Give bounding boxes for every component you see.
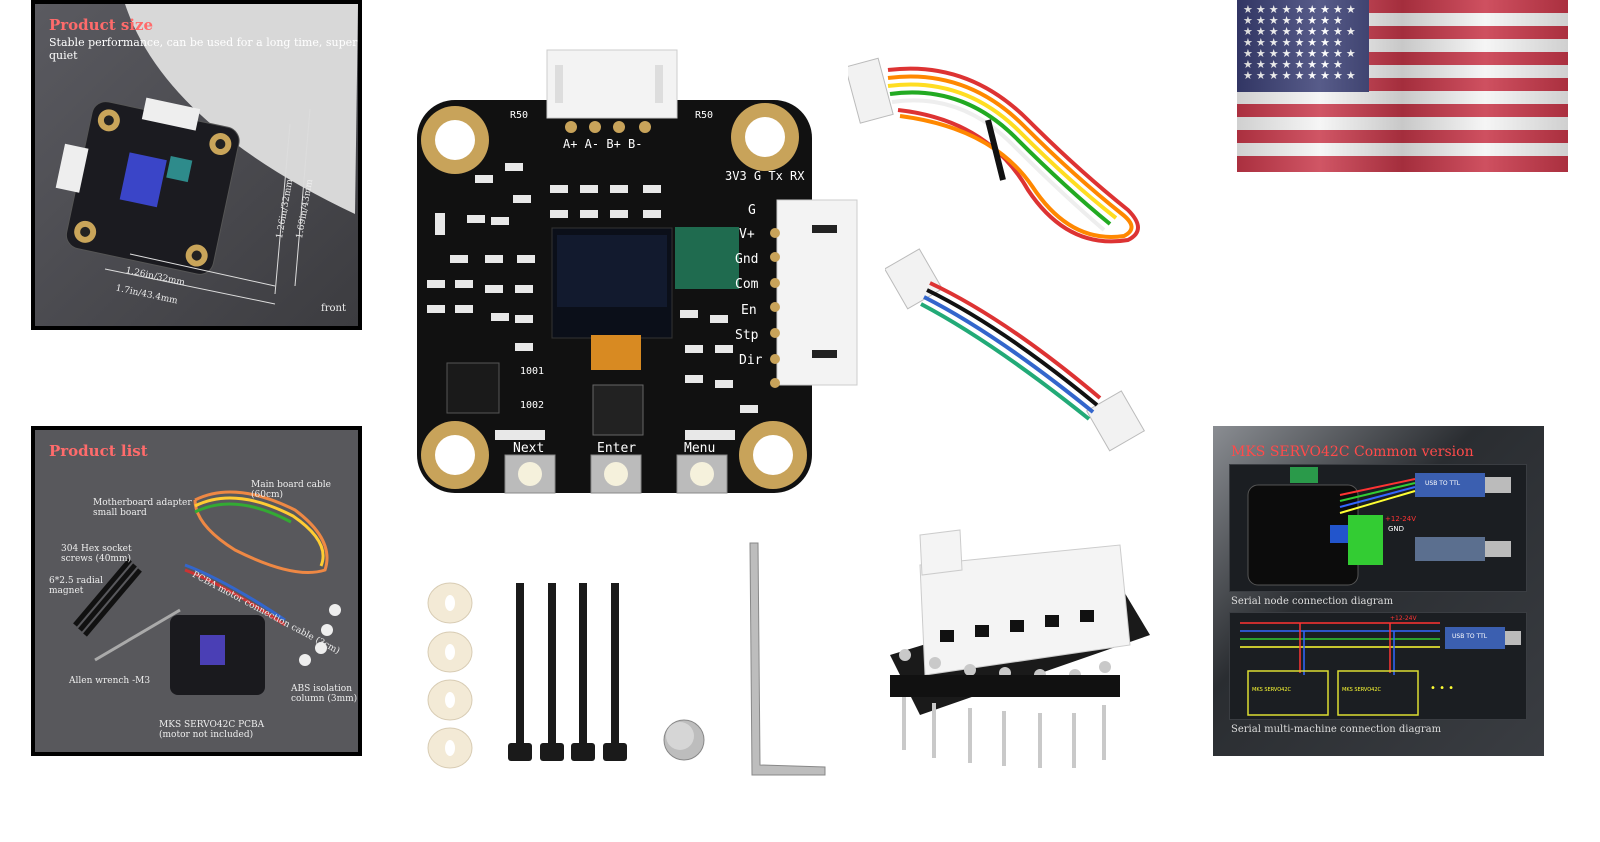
gnd-label: GND: [1388, 525, 1405, 533]
list-item-caption: 304 Hex socket screws (40mm): [61, 544, 132, 564]
product-list-photo: [35, 430, 358, 752]
list-item-caption: ABS isolation column (3mm): [291, 684, 358, 704]
menu-button-label: Menu: [684, 441, 716, 456]
accessories-image: [427, 542, 826, 776]
resistor-code: R50: [695, 110, 714, 121]
multi-machine-graphic: [1240, 622, 1521, 716]
multi-machine-diagram: USB TO TTL +12-24V MKS SERVO42C MKS SERV…: [1229, 612, 1527, 720]
resistor-code: R50: [510, 110, 529, 121]
side-pin-Dir: Dir: [739, 353, 763, 368]
product-size-thumbnail[interactable]: Product size Stable performance, can be …: [31, 0, 362, 330]
usb-ttl-label: USB TO TTL: [1452, 633, 1488, 640]
list-item-caption: 6*2.5 radial magnet: [49, 576, 103, 596]
product-size-title: Product size: [49, 16, 154, 34]
product-list-title: Product list: [49, 442, 148, 460]
chip-code: 1002: [520, 400, 545, 411]
side-pin-Stp: Stp: [735, 328, 759, 343]
motor-pin-labels: A+ A- B+ B-: [563, 137, 643, 151]
pcb-graphic: [417, 49, 858, 494]
product-list-thumbnail[interactable]: Product list Motherboard adapter small b…: [31, 426, 362, 756]
diagram-title: MKS SERVO42C Common version: [1231, 444, 1474, 460]
diagram-caption-multi-machine: Serial multi-machine connection diagram: [1231, 724, 1442, 735]
more-dots: • • •: [1430, 683, 1455, 694]
us-flag-icon: ★★★★★★★★★ ★★★★★★★★ ★★★★★★★★★ ★★★★★★★★ ★★…: [1237, 0, 1568, 172]
list-item-caption: MKS SERVO42C PCBA (motor not included): [159, 720, 265, 740]
servo-label: MKS SERVO42C: [1252, 687, 1292, 693]
side-pin-Gnd: Gnd: [735, 252, 759, 267]
connection-diagram-thumbnail[interactable]: MKS SERVO42C Common version USB TO TTL +…: [1213, 426, 1544, 756]
serial-node-diagram: USB TO TTL +12-24V GND: [1229, 464, 1527, 592]
voltage-label: +12-24V: [1390, 615, 1417, 622]
list-item-caption: Main board cable (60cm): [251, 480, 331, 500]
flag-canton: ★★★★★★★★★ ★★★★★★★★ ★★★★★★★★★ ★★★★★★★★ ★★…: [1237, 0, 1369, 92]
voltage-label: +12-24V: [1385, 515, 1416, 523]
serial-node-graphic: [1247, 467, 1511, 586]
list-item-caption: Allen wrench -M3: [69, 676, 151, 686]
product-size-subtitle: Stable performance, can be used for a lo…: [49, 36, 358, 62]
chip-code: 1001: [520, 366, 545, 377]
pcba-motor-connection-cable-image: [885, 248, 1146, 452]
side-pin-G: G: [748, 203, 756, 218]
front-label: front: [321, 303, 346, 314]
main-board-cable-image: [848, 57, 1140, 244]
next-button-label: Next: [513, 441, 545, 456]
servo-label: MKS SERVO42C: [1342, 687, 1382, 693]
side-pin-V: V+: [739, 227, 755, 242]
servo-board-image: A+ A- B+ B- 3V3 G Tx RX G V+ Gnd Com En …: [405, 45, 865, 505]
diagram-caption-serial-node: Serial node connection diagram: [1231, 596, 1394, 607]
side-pin-En: En: [741, 303, 757, 318]
side-pin-Com: Com: [735, 277, 759, 292]
motherboard-adapter-image: [890, 529, 1150, 768]
list-item-caption: Motherboard adapter small board: [93, 498, 192, 518]
usb-ttl-label: USB TO TTL: [1425, 480, 1461, 487]
product-size-photo: [35, 4, 358, 326]
enter-button-label: Enter: [597, 441, 637, 456]
serial-pin-labels: 3V3 G Tx RX: [725, 169, 805, 183]
